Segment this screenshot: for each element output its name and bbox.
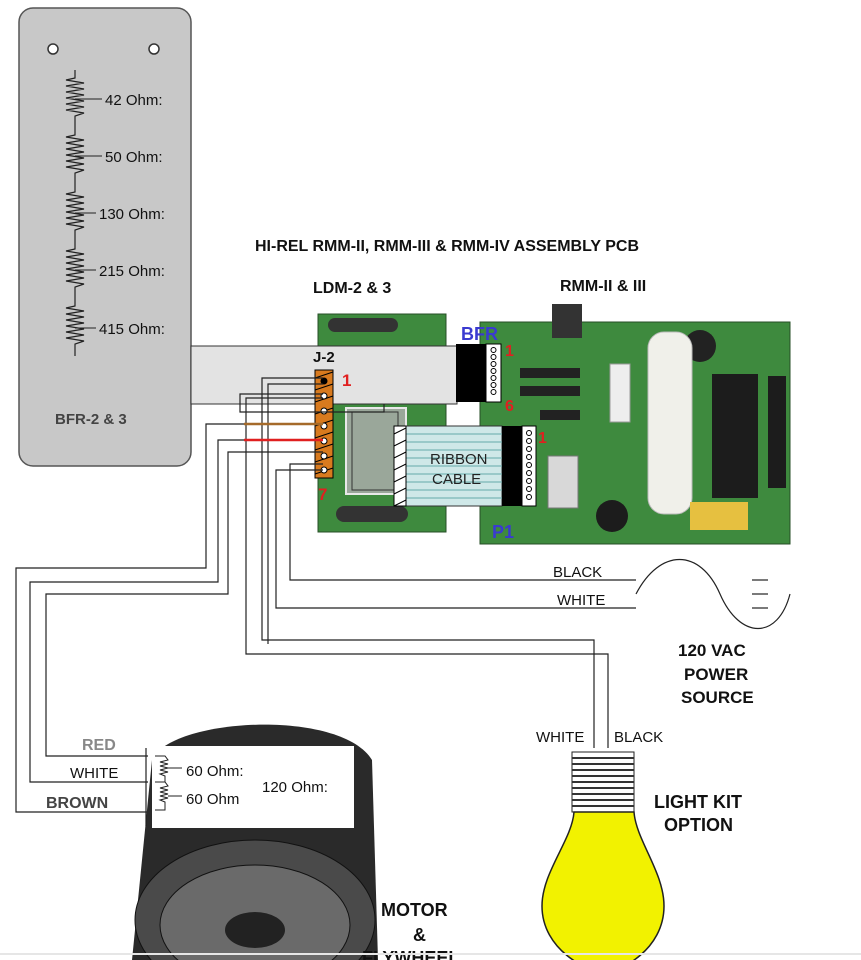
electrolytic-cap-icon [596, 500, 628, 532]
mount-hole-icon [47, 43, 59, 55]
rmm-board [479, 304, 791, 545]
light-kit-line1: LIGHT KIT [654, 792, 742, 812]
light-kit-line2: OPTION [664, 815, 733, 835]
ribbon-pin-1: 1 [538, 430, 547, 447]
ribbon-label-line2: CABLE [432, 471, 481, 488]
regulator-icon [552, 304, 582, 338]
ribbon-connector [502, 426, 522, 506]
component-icon [609, 363, 631, 423]
power-source-line2: POWER [684, 665, 748, 684]
ic-chip-icon [712, 374, 758, 498]
resistor-value-50: 50 Ohm: [105, 149, 163, 166]
motor-white-label: WHITE [70, 765, 118, 782]
ldm-label: LDM-2 & 3 [313, 280, 391, 297]
mount-hole-icon [148, 43, 160, 55]
j2-label: J-2 [313, 349, 335, 366]
resistor-chain-icon [65, 70, 85, 356]
power-resistor-icon [336, 506, 408, 522]
bfr-pin-1: 1 [505, 343, 514, 360]
power-black-label: BLACK [553, 564, 602, 581]
wiring [15, 377, 791, 813]
rmm-label: RMM-II & III [560, 278, 646, 295]
light-bulb-icon [541, 751, 665, 960]
winding-60-ohm-a: 60 Ohm: [186, 763, 244, 780]
pcb-title: HI-REL RMM-II, RMM-III & RMM-IV ASSEMBLY… [255, 238, 639, 255]
motor-winding-icon [155, 755, 182, 811]
motor-label-line2: & [413, 925, 426, 945]
power-resistor-icon [328, 318, 398, 332]
bfr-box-label: BFR-2 & 3 [55, 411, 127, 428]
motor-red-label: RED [82, 737, 116, 754]
motor-label-line1: MOTOR [381, 900, 448, 920]
p1-label: P1 [492, 522, 514, 542]
light-white-label: WHITE [536, 729, 584, 746]
motor-brown-label: BROWN [46, 795, 108, 812]
power-white-label: WHITE [557, 592, 605, 609]
component-icon [547, 455, 579, 509]
ic-chip-icon [768, 376, 786, 488]
j2-pin-7: 7 [318, 485, 327, 504]
motor-label-panel [152, 746, 354, 828]
resistor-value-130: 130 Ohm: [99, 206, 165, 223]
j2-pin-1: 1 [342, 371, 351, 390]
power-source-line1: 120 VAC [678, 641, 746, 660]
bfr-pin-6: 6 [505, 398, 514, 415]
ribbon-label-line1: RIBBON [430, 451, 488, 468]
winding-60-ohm-b: 60 Ohm [186, 791, 239, 808]
bfr-connector [456, 344, 486, 402]
relay-icon [690, 502, 748, 530]
light-black-label: BLACK [614, 729, 663, 746]
bfr-resistor-box: 42 Ohm: 50 Ohm: 130 Ohm: 215 Ohm: 415 Oh… [18, 7, 192, 467]
resistor-value-215: 215 Ohm: [99, 263, 165, 280]
bfr-connector-label: BFR [461, 324, 498, 344]
capacitor-icon [647, 331, 693, 515]
resistor-value-415: 415 Ohm: [99, 321, 165, 338]
winding-120-ohm: 120 Ohm: [262, 779, 328, 796]
resistor-value-42: 42 Ohm: [105, 92, 163, 109]
power-source-line3: SOURCE [681, 688, 754, 707]
